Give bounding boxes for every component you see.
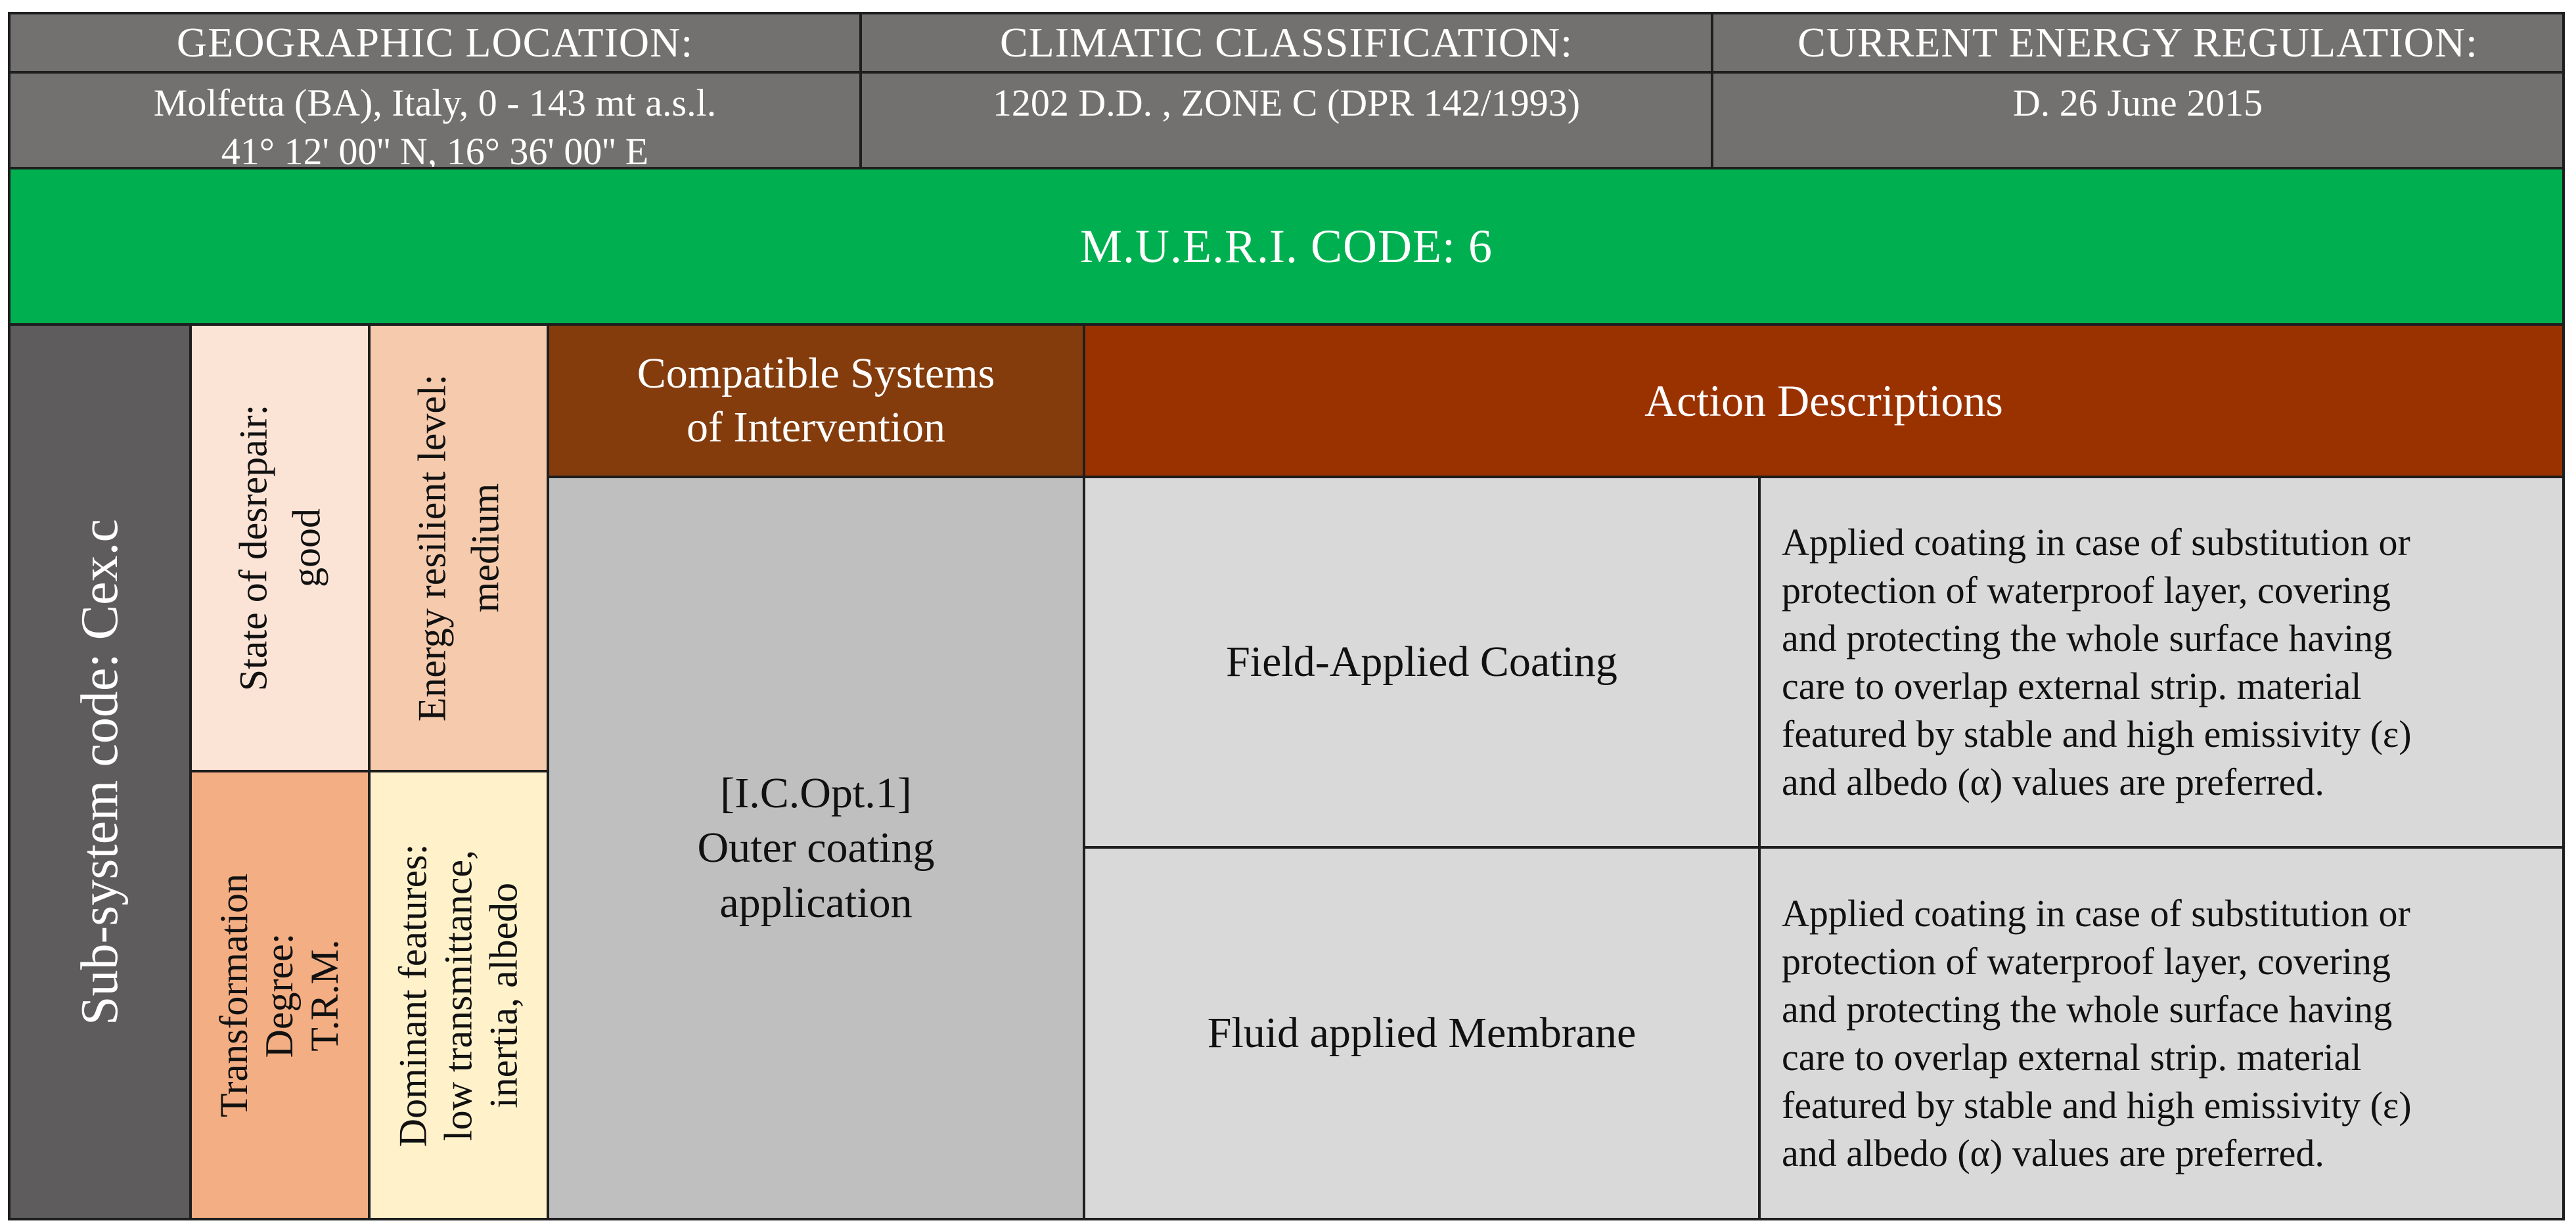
description-line: and protecting the whole surface having <box>1782 616 2393 659</box>
dominant-line3: inertia, albedo <box>482 882 526 1108</box>
header-energy-regulation: CURRENT ENERGY REGULATION: D. 26 June 20… <box>1711 12 2565 169</box>
header-divider <box>1713 70 2562 74</box>
action-name-cell: Field-Applied Coating <box>1083 476 1761 849</box>
state-label: State of desrepair: <box>231 404 275 692</box>
subsystem-code-label: Sub-system code: Cex.c <box>70 518 129 1025</box>
transformation-line3: T.R.M. <box>303 939 347 1052</box>
header-climatic-classification: CLIMATIC CLASSIFICATION: 1202 D.D. , ZON… <box>859 12 1713 169</box>
transformation-line2: Degree: <box>258 933 302 1058</box>
climatic-classification-line1: 1202 D.D. , ZONE C (DPR 142/1993) <box>992 81 1581 124</box>
description-line: featured by stable and high emissivity (… <box>1782 713 2412 756</box>
description-line: protection of waterproof layer, covering <box>1782 568 2391 612</box>
dominant-line1: Dominant features: <box>391 843 435 1147</box>
transformation-line1: Transformation <box>212 873 256 1117</box>
dominant-features-cell: Dominant features: low transmittance, in… <box>368 770 549 1220</box>
description-line: Applied coating in case of substitution … <box>1782 891 2410 935</box>
action-descriptions-header: Action Descriptions <box>1083 323 2565 478</box>
action-description-cell: Applied coating in case of substitution … <box>1758 846 2565 1220</box>
description-line: care to overlap external strip. material <box>1782 1036 2362 1079</box>
energy-regulation-line1: D. 26 June 2015 <box>2012 81 2263 124</box>
compatible-systems-header: Compatible Systems of Intervention <box>547 323 1085 478</box>
description-line: featured by stable and high emissivity (… <box>1782 1084 2412 1127</box>
compatible-header-line2: of Intervention <box>686 403 946 451</box>
action-description-text: Applied coating in case of substitution … <box>1782 518 2412 806</box>
action-name-cell: Fluid applied Membrane <box>1083 846 1761 1220</box>
description-line: and albedo (α) values are preferred. <box>1782 761 2324 804</box>
intervention-line3: application <box>719 878 913 927</box>
energy-resilient-level-cell: Energy resilient level: medium <box>368 323 549 772</box>
transformation-degree-cell: Transformation Degree: T.R.M. <box>189 770 371 1220</box>
mueri-code-banner: M.U.E.R.I. CODE: 6 <box>8 167 2565 326</box>
energy-regulation-title: CURRENT ENERGY REGULATION: <box>1797 19 2478 66</box>
action-description-text: Applied coating in case of substitution … <box>1782 889 2412 1177</box>
dominant-features-text: Dominant features: low transmittance, in… <box>391 843 527 1147</box>
compatible-systems-body: [I.C.Opt.1] Outer coating application <box>547 476 1085 1220</box>
subsystem-code-cell: Sub-system code: Cex.c <box>8 323 192 1220</box>
energy-label: Energy resilient level: <box>410 374 454 722</box>
action-name: Fluid applied Membrane <box>1207 1009 1637 1057</box>
description-line: care to overlap external strip. material <box>1782 665 2362 707</box>
action-descriptions-title: Action Descriptions <box>1644 375 2003 426</box>
header-geographic-location: GEOGRAPHIC LOCATION: Molfetta (BA), Ital… <box>8 12 862 173</box>
transformation-degree-text: Transformation Degree: T.R.M. <box>212 873 348 1117</box>
action-name: Field-Applied Coating <box>1226 638 1617 686</box>
energy-resilient-level-text: Energy resilient level: medium <box>405 374 512 722</box>
intervention-code: [I.C.Opt.1] <box>720 769 912 818</box>
dominant-line2: low transmittance, <box>436 849 480 1141</box>
energy-value: medium <box>463 483 507 613</box>
intervention-line2: Outer coating <box>697 824 935 872</box>
description-line: Applied coating in case of substitution … <box>1782 520 2410 564</box>
description-line: protection of waterproof layer, covering <box>1782 939 2391 983</box>
compatible-header-line1: Compatible Systems <box>637 349 995 397</box>
action-description-cell: Applied coating in case of substitution … <box>1758 476 2565 849</box>
state-value: good <box>284 508 328 587</box>
mueri-code-text: M.U.E.R.I. CODE: 6 <box>1080 219 1493 273</box>
geographic-location-title: GEOGRAPHIC LOCATION: <box>176 19 694 66</box>
header-divider <box>862 70 1711 74</box>
geographic-location-line2: 41° 12' 00'' N, 16° 36' 00'' E <box>221 129 649 173</box>
description-line: and albedo (α) values are preferred. <box>1782 1132 2324 1175</box>
description-line: and protecting the whole surface having <box>1782 987 2393 1031</box>
header-divider <box>11 70 859 74</box>
state-of-desrepair-text: State of desrepair: good <box>227 405 333 692</box>
geographic-location-line1: Molfetta (BA), Italy, 0 - 143 mt a.s.l. <box>153 81 717 124</box>
climatic-classification-title: CLIMATIC CLASSIFICATION: <box>999 19 1573 66</box>
state-of-desrepair-cell: State of desrepair: good <box>189 323 371 772</box>
